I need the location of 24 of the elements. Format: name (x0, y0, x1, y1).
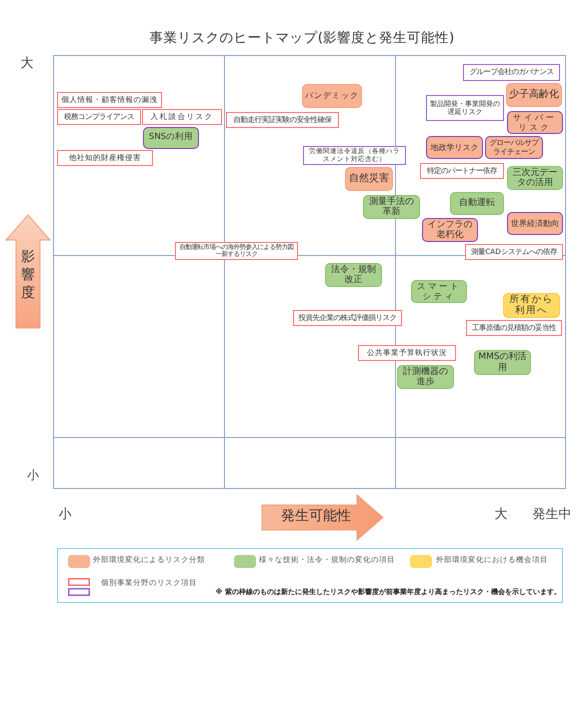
change-item-box: スマートシティ (411, 280, 467, 303)
change-item-box: MMSの利活用 (474, 350, 531, 375)
risk-category-box: 少子高齢化 (506, 83, 562, 107)
change-item-box: 測量手法の革新 (363, 195, 420, 219)
risk-category-box: 自然災害 (345, 167, 393, 191)
axis-label: 小 (58, 508, 72, 522)
chart-title: 事業リスクのヒートマップ(影響度と発生可能性) (150, 31, 454, 46)
risk-category-box: サイバーリスク (507, 111, 563, 134)
opportunity-box: 所有から利用へ (503, 293, 560, 318)
axis-label: 小 (27, 469, 39, 482)
change-item-box: SNSの利用 (143, 127, 199, 149)
change-item-box: 計測機器の進歩 (397, 365, 454, 389)
axis-label: 大 (20, 57, 34, 72)
axis-label: 発生中 (532, 508, 572, 522)
risk-category-box: パンデミック (302, 84, 362, 108)
risk-category-box: インフラの老朽化 (422, 218, 478, 242)
axis-title: 発生可能性 (281, 509, 351, 524)
change-item-box: 三次元データの活用 (507, 166, 563, 190)
risk-category-box: 世界経済動向 (507, 212, 563, 235)
axis-label: 大 (494, 508, 508, 522)
change-item-box: 法令・規制改正 (325, 263, 382, 287)
change-item-box: 自動運転 (450, 192, 504, 215)
risk-category-box: 地政学リスク (426, 136, 483, 159)
axis-title: 影響度 (20, 248, 36, 303)
